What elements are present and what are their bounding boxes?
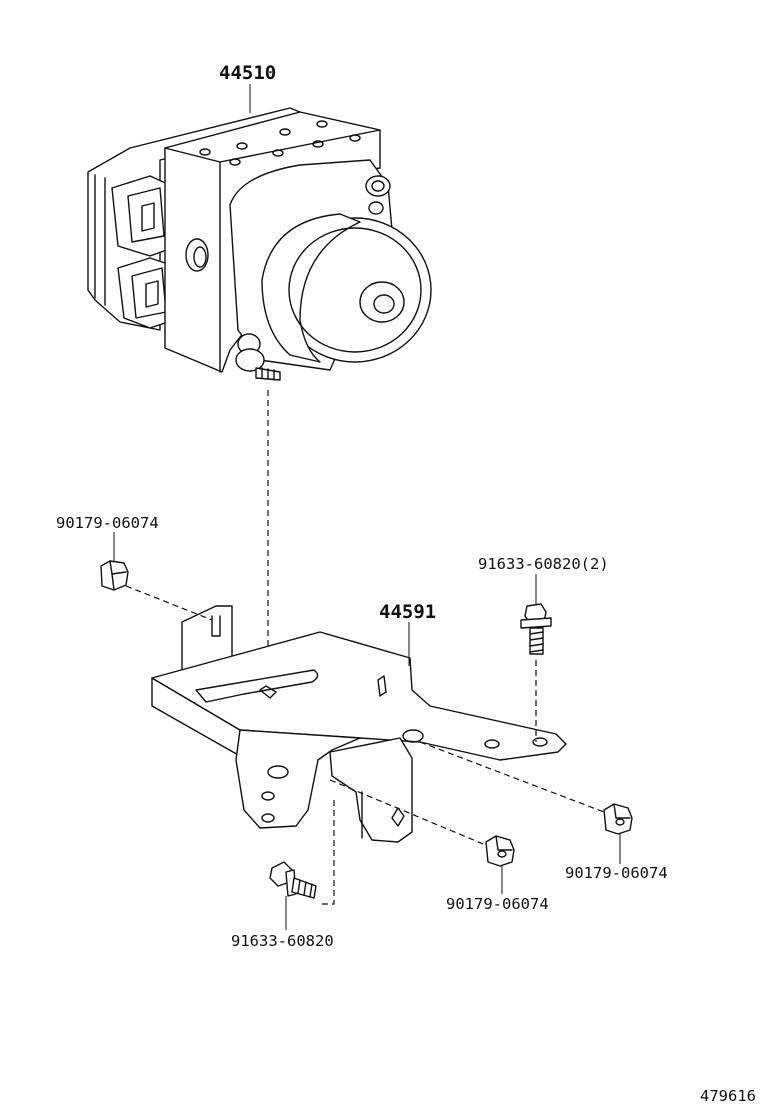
alignment-line [318, 800, 335, 905]
part-number-44510[interactable]: 44510 [219, 62, 276, 84]
alignment-line [125, 585, 213, 621]
part-number-90179-06074-right[interactable]: 90179-06074 [565, 864, 668, 882]
part-number-90179-06074-left[interactable]: 90179-06074 [56, 514, 159, 532]
diagram-id: 479616 [700, 1087, 756, 1105]
abs-bracket[interactable] [151, 605, 567, 843]
part-number-91633-60820-bottom[interactable]: 91633-60820 [231, 932, 334, 950]
bolt-icon[interactable] [520, 603, 552, 655]
alignment-line [329, 779, 489, 847]
nut-icon[interactable] [485, 835, 515, 867]
part-number-91633-60820-2[interactable]: 91633-60820(2) [478, 555, 609, 573]
connector-icon [111, 175, 173, 257]
part-number-44591[interactable]: 44591 [379, 601, 436, 623]
abs-actuator[interactable] [87, 107, 432, 381]
nut-icon[interactable] [100, 560, 129, 591]
nut-icon[interactable] [603, 803, 633, 835]
part-number-90179-06074-middle[interactable]: 90179-06074 [446, 895, 549, 913]
bolt-icon[interactable] [269, 861, 317, 899]
alignment-line [419, 741, 605, 813]
